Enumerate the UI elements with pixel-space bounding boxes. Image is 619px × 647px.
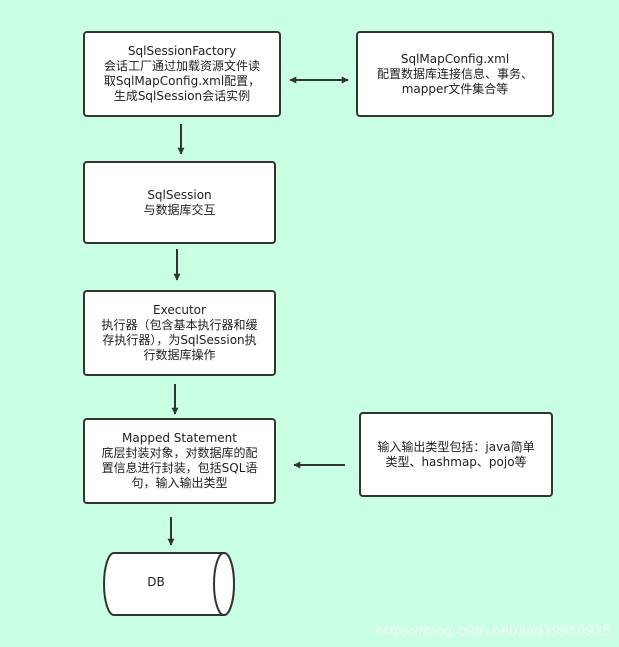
sqlsession-desc: 与数据库交互 — [143, 202, 216, 217]
sqlsessionfactory-box: SqlSessionFactory 会话工厂通过加载资源文件读 取SqlMapC… — [83, 31, 281, 117]
sqlmapconfig-title: SqlMapConfig.xml — [400, 51, 510, 66]
mapped-statement-desc-3: 句，输入输出类型 — [131, 476, 228, 490]
sqlsessionfactory-title: SqlSessionFactory — [127, 44, 237, 58]
io-types-desc-1: 输入输出类型包括：java简单 — [377, 439, 535, 454]
db-cylinder — [103, 552, 235, 616]
executor-desc-3: 行数据库操作 — [143, 348, 216, 362]
io-types-desc-2: 类型、hashmap、pojo等 — [385, 454, 527, 469]
watermark: https://blog.csdn.net/jing19950925 — [375, 624, 611, 639]
sqlsessionfactory-desc-1: 会话工厂通过加载资源文件读 — [103, 59, 260, 73]
executor-box: Executor 执行器（包含基本执行器和缓 存执行器），为SqlSession… — [83, 290, 276, 376]
sqlmapconfig-box: SqlMapConfig.xml 配置数据库连接信息、事务、 mapper文件集… — [356, 31, 554, 117]
mapped-statement-box: Mapped Statement 底层封装对象，对数据库的配 置信息进行封装，包… — [83, 418, 276, 504]
db-label: DB — [147, 575, 165, 589]
sqlsessionfactory-desc-2: 取SqlMapConfig.xml配置， — [103, 74, 261, 88]
sqlsession-title: SqlSession — [147, 187, 212, 202]
mapped-statement-desc-2: 置信息进行封装，包括SQL语 — [101, 461, 258, 475]
executor-desc-2: 存执行器），为SqlSession执 — [102, 333, 257, 347]
io-types-box: 输入输出类型包括：java简单 类型、hashmap、pojo等 — [359, 412, 553, 497]
sqlsessionfactory-desc-3: 生成SqlSession会话实例 — [113, 89, 251, 103]
executor-title: Executor — [153, 303, 206, 317]
sqlmapconfig-desc-2: mapper文件集合等 — [401, 81, 509, 96]
sqlsession-box: SqlSession 与数据库交互 — [83, 161, 276, 244]
mapped-statement-title: Mapped Statement — [122, 431, 237, 445]
mapped-statement-desc-1: 底层封装对象，对数据库的配 — [101, 446, 258, 460]
executor-desc-1: 执行器（包含基本执行器和缓 — [101, 318, 258, 332]
sqlmapconfig-desc-1: 配置数据库连接信息、事务、 — [376, 66, 533, 81]
